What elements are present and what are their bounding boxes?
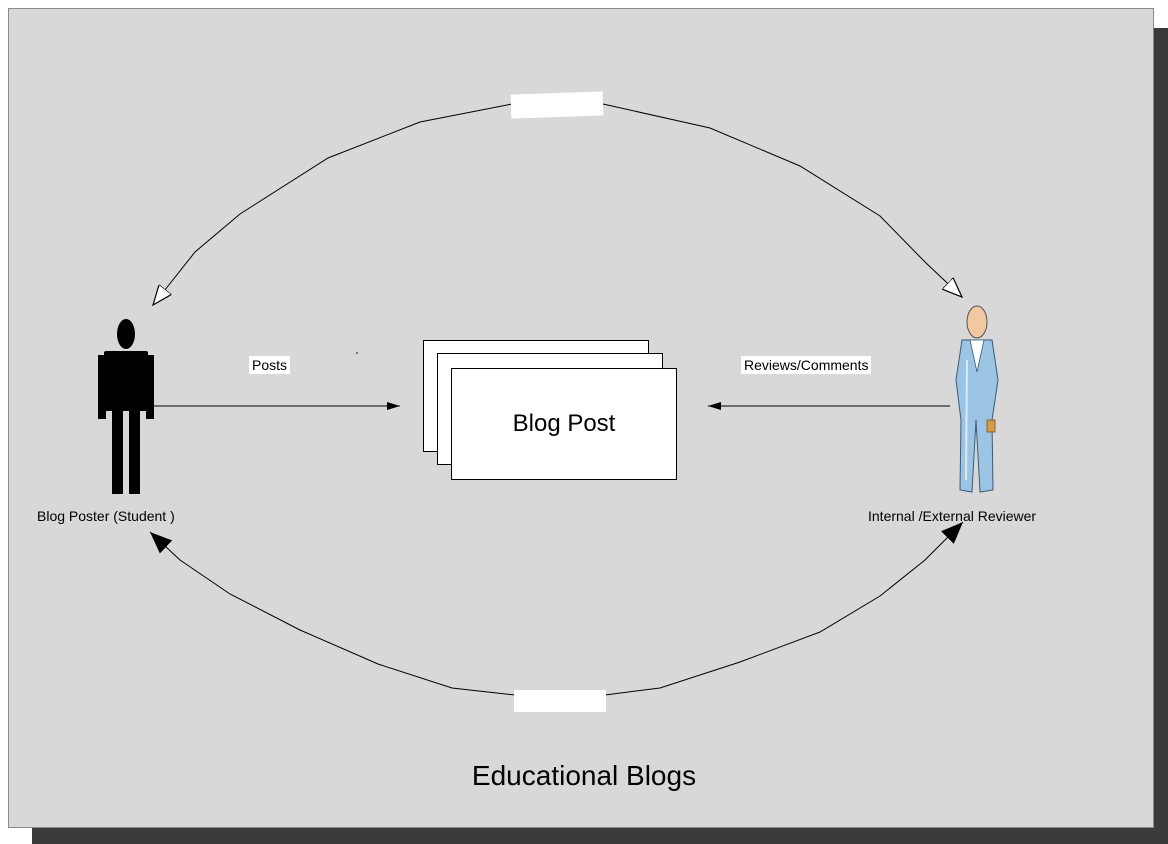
blog-poster-label: Blog Poster (Student ) [37,508,175,524]
top-arc-left-connector [153,103,513,305]
reviews-comments-label: Reviews/Comments [741,356,872,374]
reviewer-figure-icon [955,305,999,493]
diagram-title: Educational Blogs [471,760,697,791]
bottom-arc-right-connector [604,521,964,696]
reviewer-label: Internal /External Reviewer [868,508,1037,524]
blog-post-card-front: Blog Post [451,368,677,480]
student-figure-icon [98,319,154,494]
top-arc-right-connector [602,103,962,297]
blog-post-title: Blog Post [512,410,616,437]
top-arc-label-box [510,91,604,119]
bottom-arc-left-connector [149,531,516,696]
posts-label: Posts [249,356,291,374]
stray-dot [356,352,358,354]
bottom-arc-label-box [514,690,606,712]
